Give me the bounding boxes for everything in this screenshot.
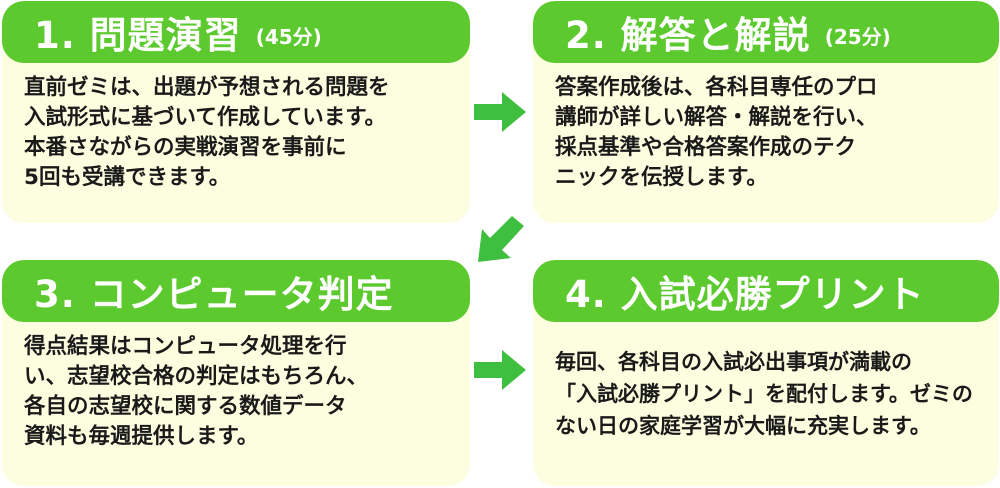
arrow-right-icon: [474, 350, 526, 390]
step-4-header: 4. 入試必勝プリント: [533, 260, 999, 322]
description-line: 講師が詳しい解答・解説を行い、: [555, 105, 878, 130]
description-line: 入試形式に基づいて作成しています。: [24, 105, 387, 130]
description-line: 毎回、各科目の入試必出事項が満載の: [555, 350, 912, 374]
description-line: 資料も毎週提供します。: [24, 424, 259, 449]
step-2-description: 答案作成後は、各科目専任のプロ 講師が詳しい解答・解説を行い、 採点基準や合格答…: [555, 73, 985, 193]
step-3-description: 得点結果はコンピュータ処理を行 い、志望校合格の判定はもちろん、 各自の志望校に…: [24, 332, 456, 452]
description-line: 答案作成後は、各科目専任のプロ: [555, 75, 878, 100]
step-1-duration: (45分): [255, 24, 322, 49]
description-line: 直前ゼミは、出題が予想される問題を: [24, 75, 390, 100]
step-1-header: 1. 問題演習 (45分): [2, 1, 470, 63]
description-line: 本番さながらの実戦演習を事前に: [24, 135, 347, 160]
description-line: 採点基準や合格答案作成のテク: [555, 135, 857, 160]
arrow-down-left-icon: [478, 216, 524, 262]
step-4-description: 毎回、各科目の入試必出事項が満載の 「入試必勝プリント」を配付します。ゼミの な…: [555, 346, 985, 442]
step-1-card: 1. 問題演習 (45分) 直前ゼミは、出題が予想される問題を 入試形式に基づい…: [2, 1, 470, 223]
description-line: ニックを伝授します。: [555, 165, 768, 190]
step-1-title: 1. 問題演習: [34, 14, 242, 57]
description-line: 得点結果はコンピュータ処理を行: [24, 334, 347, 359]
description-line: い、志望校合格の判定はもちろん、: [24, 364, 369, 389]
step-3-title: 3. コンピュータ判定: [34, 273, 394, 316]
description-line: 「入試必勝プリント」を配付します。ゼミの: [555, 382, 973, 406]
step-4-title: 4. 入試必勝プリント: [565, 273, 925, 316]
description-line: 5回も受講できます。: [24, 165, 231, 190]
step-2-card: 2. 解答と解説 (25分) 答案作成後は、各科目専任のプロ 講師が詳しい解答・…: [533, 1, 999, 223]
arrow-right-icon: [474, 92, 526, 132]
step-2-title: 2. 解答と解説: [565, 14, 811, 57]
step-1-description: 直前ゼミは、出題が予想される問題を 入試形式に基づいて作成しています。 本番さな…: [24, 73, 456, 193]
step-3-header: 3. コンピュータ判定: [2, 260, 470, 322]
description-line: 各自の志望校に関する数値データ: [24, 394, 347, 419]
step-4-card: 4. 入試必勝プリント 毎回、各科目の入試必出事項が満載の 「入試必勝プリント」…: [533, 260, 999, 486]
step-2-header: 2. 解答と解説 (25分): [533, 1, 999, 63]
step-3-card: 3. コンピュータ判定 得点結果はコンピュータ処理を行 い、志望校合格の判定はも…: [2, 260, 470, 486]
step-2-duration: (25分): [824, 24, 891, 49]
description-line: ない日の家庭学習が大幅に充実します。: [555, 414, 931, 438]
